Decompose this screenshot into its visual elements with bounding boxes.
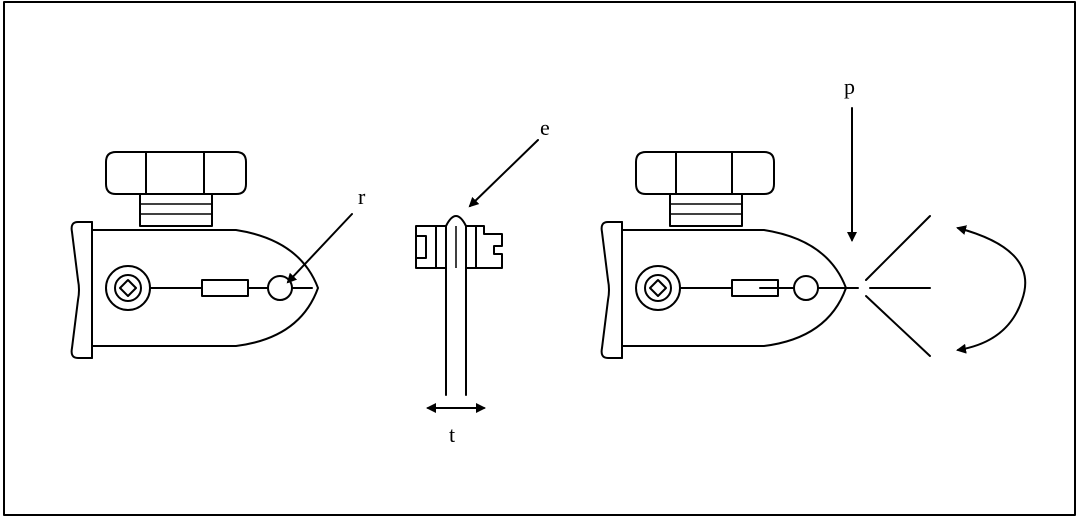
motion-line-lower [865, 295, 931, 357]
right-ball [793, 275, 819, 301]
rotation-arrow [956, 225, 1027, 354]
label-t: t [449, 422, 455, 447]
right-tool: p [600, 74, 1027, 359]
left-knob [105, 151, 247, 195]
right-screw-outer [635, 265, 681, 311]
middle-left-clip [415, 225, 447, 269]
right-bracket [600, 221, 623, 359]
label-r: r [358, 184, 366, 209]
motion-line-upper [865, 215, 931, 281]
right-neck [669, 193, 743, 227]
middle-right-clip [465, 225, 503, 269]
left-body [91, 229, 319, 347]
left-rod-sleeve [201, 279, 249, 297]
arrow-r [286, 213, 353, 284]
left-tool: r [70, 151, 366, 359]
right-knob [635, 151, 775, 195]
left-screw-outer [105, 265, 151, 311]
left-bracket [70, 221, 93, 359]
left-ball [267, 275, 293, 301]
arrow-e [468, 139, 539, 208]
label-p: p [844, 74, 855, 99]
middle-part: t e [415, 115, 550, 447]
right-body [621, 229, 847, 347]
left-neck [139, 193, 213, 227]
label-e: e [540, 115, 550, 140]
border-frame [3, 1, 1076, 516]
middle-top-bump [445, 215, 467, 227]
